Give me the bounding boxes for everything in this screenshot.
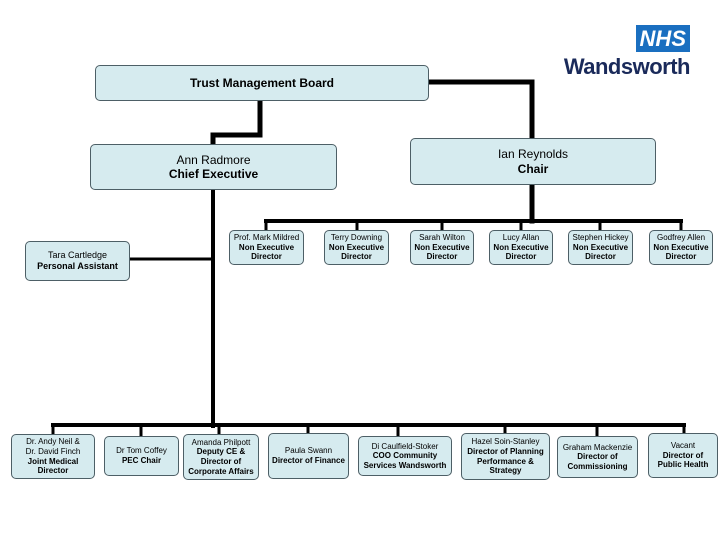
board-to-chair-line	[425, 79, 535, 143]
non-exec-role: Non Executive	[572, 242, 629, 252]
director-box: Vacant Director of Public Health	[648, 433, 718, 478]
chief-executive-name: Ann Radmore	[176, 152, 251, 167]
non-exec-box: Sarah Wilton Non Executive Director	[410, 230, 474, 265]
assistant-name: Tara Cartledge	[47, 250, 108, 261]
chief-executive-box: Ann Radmore Chief Executive	[90, 144, 337, 190]
director-box: Dr. Andy Neil & Dr. David Finch Joint Me…	[11, 434, 95, 479]
director-role: Director of	[200, 457, 242, 466]
director-role: COO Community	[372, 451, 438, 461]
non-exec-role: Non Executive	[328, 242, 385, 252]
director-name: Vacant	[670, 441, 696, 451]
director-name: Amanda Philpott	[191, 437, 251, 447]
non-exec-box: Terry Downing Non Executive Director	[324, 230, 389, 265]
director-name: Hazel Soin-Stanley	[471, 437, 540, 447]
director-role: Strategy	[489, 466, 522, 476]
non-exec-box: Prof. Mark Mildred Non Executive Directo…	[229, 230, 304, 265]
director-role: Performance &	[477, 456, 534, 466]
non-exec-role: Director	[665, 252, 697, 262]
director-role: Director	[37, 466, 69, 476]
personal-assistant-box: Tara Cartledge Personal Assistant	[25, 241, 130, 281]
director-role: Corporate Affairs	[188, 466, 254, 476]
chair-name: Ian Reynolds	[497, 147, 569, 162]
non-exec-name: Lucy Allan	[502, 233, 540, 243]
director-box: Hazel Soin-Stanley Director of Planning …	[461, 433, 550, 480]
organisation-name: Wandsworth	[563, 54, 691, 79]
director-role: Services Wandsworth	[363, 460, 447, 470]
director-box: Amanda Philpott Deputy CE & Director of …	[183, 434, 259, 480]
director-role: Director of	[662, 450, 704, 460]
non-exec-role: Director	[505, 252, 537, 262]
director-box: Dr Tom Coffey PEC Chair	[104, 436, 179, 476]
non-exec-role: Non Executive	[653, 242, 709, 252]
director-role: Director of	[577, 452, 618, 462]
non-exec-name: Stephen Hickey	[572, 233, 629, 243]
nhs-wandsworth-logo: NHS Wandsworth	[556, 25, 692, 81]
director-role: Director of Finance	[272, 456, 345, 465]
director-role: Public Health	[657, 460, 709, 470]
board-title: Trust Management Board	[189, 75, 335, 90]
non-exec-box: Lucy Allan Non Executive Director	[489, 230, 553, 265]
director-name: Dr. David Finch	[25, 446, 81, 456]
director-name: Graham Mackenzie	[562, 442, 633, 452]
chair-role: Chair	[517, 161, 549, 176]
director-box: Paula Swann Director of Finance	[268, 433, 349, 479]
trust-management-board-box: Trust Management Board	[95, 65, 429, 101]
non-exec-role: Director	[251, 252, 282, 262]
director-name: Di Caulfield-Stoker	[371, 441, 439, 451]
non-exec-name: Prof. Mark Mildred	[233, 233, 300, 243]
director-role: Commissioning	[567, 461, 628, 471]
non-exec-role: Director	[426, 252, 458, 262]
director-name: Dr. Andy Neil &	[26, 437, 80, 447]
non-exec-role: Non Executive	[493, 242, 549, 252]
assistant-role: Personal Assistant	[37, 261, 118, 271]
director-box: Di Caulfield-Stoker COO Community Servic…	[358, 436, 452, 476]
director-name: Paula Swann	[284, 446, 333, 456]
non-exec-role: Director	[585, 252, 616, 262]
non-exec-name: Terry Downing	[330, 233, 383, 243]
non-exec-box: Godfrey Allen Non Executive Director	[649, 230, 713, 265]
non-exec-role: Non Executive	[238, 242, 295, 252]
non-exec-box: Stephen Hickey Non Executive Director	[568, 230, 633, 265]
non-exec-role: Non Executive	[414, 242, 470, 252]
director-role: Joint Medical	[27, 456, 79, 466]
non-exec-role: Director	[341, 252, 372, 262]
director-box: Graham Mackenzie Director of Commissioni…	[557, 436, 638, 478]
chief-executive-role: Chief Executive	[168, 167, 259, 181]
non-exec-name: Sarah Wilton	[419, 233, 465, 243]
director-role: Director of Planning	[467, 446, 544, 456]
non-exec-name: Godfrey Allen	[656, 233, 706, 243]
nhs-logo-mark: NHS	[635, 25, 690, 52]
chair-box: Ian Reynolds Chair	[410, 138, 656, 185]
director-role: PEC Chair	[121, 456, 162, 465]
director-role: Deputy CE &	[196, 447, 246, 457]
board-to-chief-line	[210, 97, 263, 148]
director-name: Dr Tom Coffey	[116, 446, 167, 456]
